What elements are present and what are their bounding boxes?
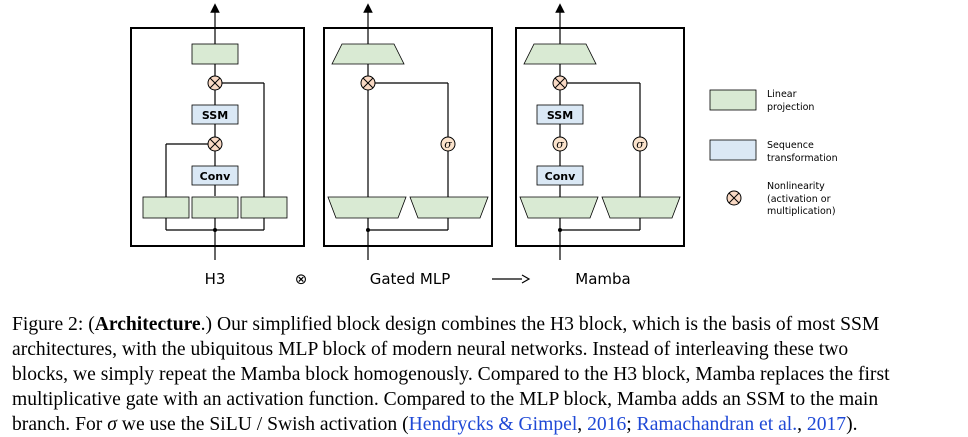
mamba-output-projection [523,43,597,65]
mamba-ssm-label: SSM [547,109,573,122]
caption-end: ). [846,414,858,435]
caption-l5-b: we use the SiLU / Swish activation ( [116,414,409,435]
mamba-input-projection-left [519,196,599,219]
gated-mlp-block: σ [323,3,493,260]
legend-linear-swatch [709,89,757,111]
mamba-sigma-label-gate: σ [636,138,644,151]
mamba-sigma-label-main: σ [556,138,564,151]
gated-mlp-title: Gated MLP [370,270,451,288]
legend: Linear projection Sequence transformatio… [709,89,838,217]
mlp-sigma-label: σ [444,138,452,151]
h3-multiply-top-icon [207,75,223,91]
h3-input-projection-mid [191,196,239,219]
mamba-sigma-node-gate: σ [632,136,648,152]
h3-ssm-box [191,104,239,125]
legend-nonlin-line3: multiplication) [767,206,836,217]
h3-block: SSM Conv [130,3,305,260]
h3-conv-label: Conv [200,170,231,183]
citation-year-2016[interactable]: 2016 [587,414,627,435]
h3-conv-box [191,165,239,186]
legend-nonlin-line2: (activation or [767,194,831,205]
mamba-conv-box [536,165,584,186]
mlp-multiply-icon [360,75,376,91]
caption-bold-word: Architecture [94,314,201,335]
citation-link-ramachandran[interactable]: Ramachandran et al. [636,414,798,435]
caption-l5-a: branch. For [12,414,108,435]
h3-title: H3 [205,270,226,288]
figure-caption: Figure 2: (Architecture.) Our simplified… [12,312,962,437]
mamba-conv-label: Conv [545,170,576,183]
legend-sequence-swatch [709,139,757,161]
mlp-input-projection-left [327,196,407,219]
caption-line1-rest: .) Our simplified block design combines … [200,314,880,335]
legend-linear-line2: projection [767,102,814,113]
mamba-block: SSM Conv σ σ [515,3,685,260]
h3-input-projection-left [142,196,190,219]
legend-linear-line1: Linear [767,89,797,100]
mamba-multiply-icon [552,75,568,91]
mlp-input-projection-right [409,196,489,219]
mamba-title: Mamba [575,270,630,288]
caption-line-2: architectures, with the ubiquitous MLP b… [12,339,849,360]
h3-input-projection-right [240,196,288,219]
h3-multiply-bottom-icon [207,136,223,152]
caption-sigma: σ [107,414,117,435]
mlp-output-projection [331,43,405,65]
legend-sequence-line2: transformation [767,153,838,164]
caption-line-3: blocks, we simply repeat the Mamba block… [12,364,890,385]
legend-sequence-line1: Sequence [767,140,814,151]
caption-line-1: Figure 2: (Architecture.) Our simplified… [12,312,962,337]
caption-line-5: branch. For σ we use the SiLU / Swish ac… [12,412,962,437]
mamba-ssm-box [536,104,584,125]
caption-mid-sep: ; [626,414,637,435]
mamba-sigma-node-main: σ [552,136,568,152]
legend-nonlin-line1: Nonlinearity [767,181,825,192]
citation-year-2017[interactable]: 2017 [806,414,847,435]
caption-ref2-sep: , [797,414,807,435]
caption-fig-label: Figure 2: ( [12,314,95,335]
legend-nonlinearity-icon [726,190,742,206]
mamba-input-projection-right [601,196,681,219]
mlp-sigma-node: σ [440,136,456,152]
h3-ssm-label: SSM [202,109,228,122]
caption-ref1-sep: , [577,414,588,435]
arrow-icon [492,274,531,284]
citation-link-hendrycks[interactable]: Hendrycks & Gimpel [408,414,578,435]
combine-symbol: ⊗ [295,270,308,288]
h3-output-projection [191,43,239,65]
caption-line-4: multiplicative gate with an activation f… [12,389,879,410]
architecture-diagram: SSM Conv [130,3,838,288]
